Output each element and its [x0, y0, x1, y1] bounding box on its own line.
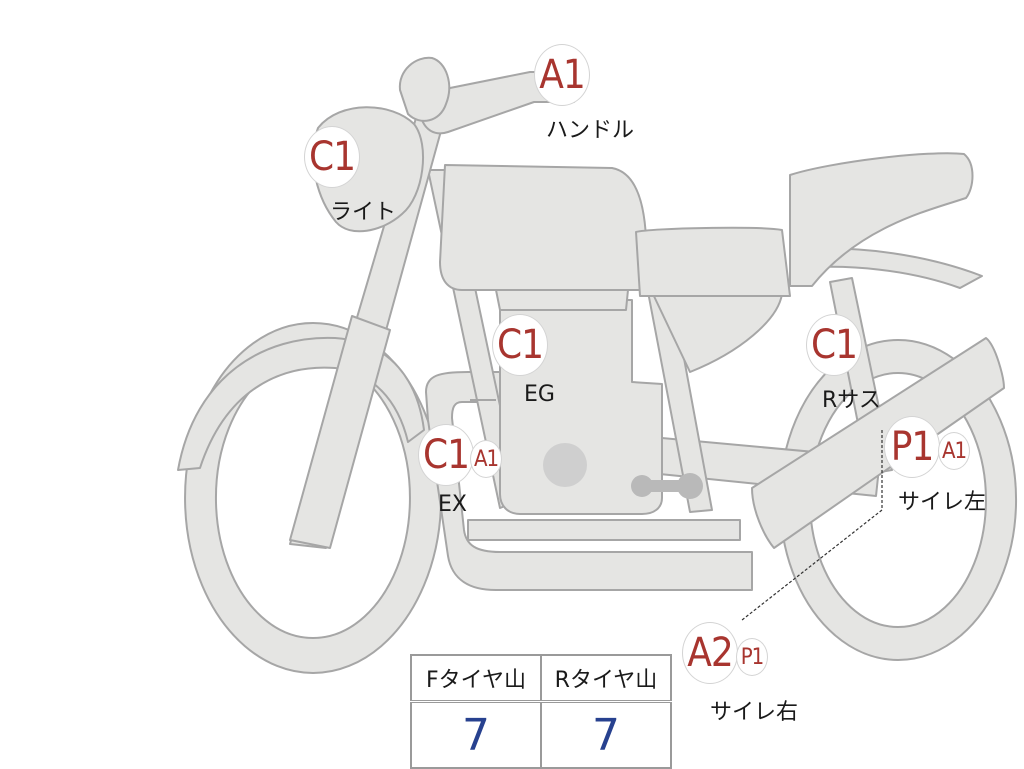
- engine-cylinder: [495, 289, 629, 311]
- seat-rear: [789, 152, 974, 287]
- muffler-right-badge-p1: P1: [736, 638, 768, 676]
- handle-label: ハンドル: [546, 118, 635, 143]
- side-cover: [651, 291, 783, 373]
- lower-frame: [467, 519, 741, 541]
- rsus-label: Rサス: [822, 388, 881, 413]
- mirror: [398, 56, 451, 122]
- seat-front: [635, 226, 791, 297]
- front-tire-header: Fタイヤ山: [410, 654, 542, 703]
- leader-lines: [741, 430, 883, 621]
- eg-badge-c1: C1: [492, 314, 548, 376]
- muffler-right-label: サイレ右: [710, 700, 799, 725]
- muffler-left-badge-p1: P1: [884, 416, 940, 478]
- light-label: ライト: [330, 200, 397, 225]
- rear-tire-value: 7: [540, 700, 672, 769]
- light-badge-c1: C1: [304, 126, 360, 188]
- handle-badge-a1: A1: [534, 44, 590, 106]
- front-tire-value: 7: [410, 700, 542, 769]
- tire-tread-table: Fタイヤ山 Rタイヤ山 7 7: [410, 654, 672, 769]
- ex-badge-c1: C1: [418, 424, 474, 486]
- muffler-right-badge-a2: A2: [682, 622, 738, 684]
- fuel-tank: [439, 164, 651, 291]
- muffler-left-label: サイレ左: [898, 490, 987, 515]
- muffler-left-badge-a1: A1: [938, 432, 970, 470]
- eg-label: EG: [524, 382, 555, 407]
- ex-label: EX: [438, 492, 467, 517]
- fork-lower: [289, 315, 391, 549]
- foot-peg: [631, 473, 703, 499]
- crankcase-cover: [543, 443, 587, 487]
- muffler: [751, 337, 1005, 549]
- ex-badge-a1: A1: [470, 440, 502, 478]
- rear-tire-header: Rタイヤ山: [540, 654, 672, 703]
- rear-wheel: [779, 339, 1018, 661]
- exhaust-pipe: [425, 371, 753, 591]
- rsus-badge-c1: C1: [806, 314, 862, 376]
